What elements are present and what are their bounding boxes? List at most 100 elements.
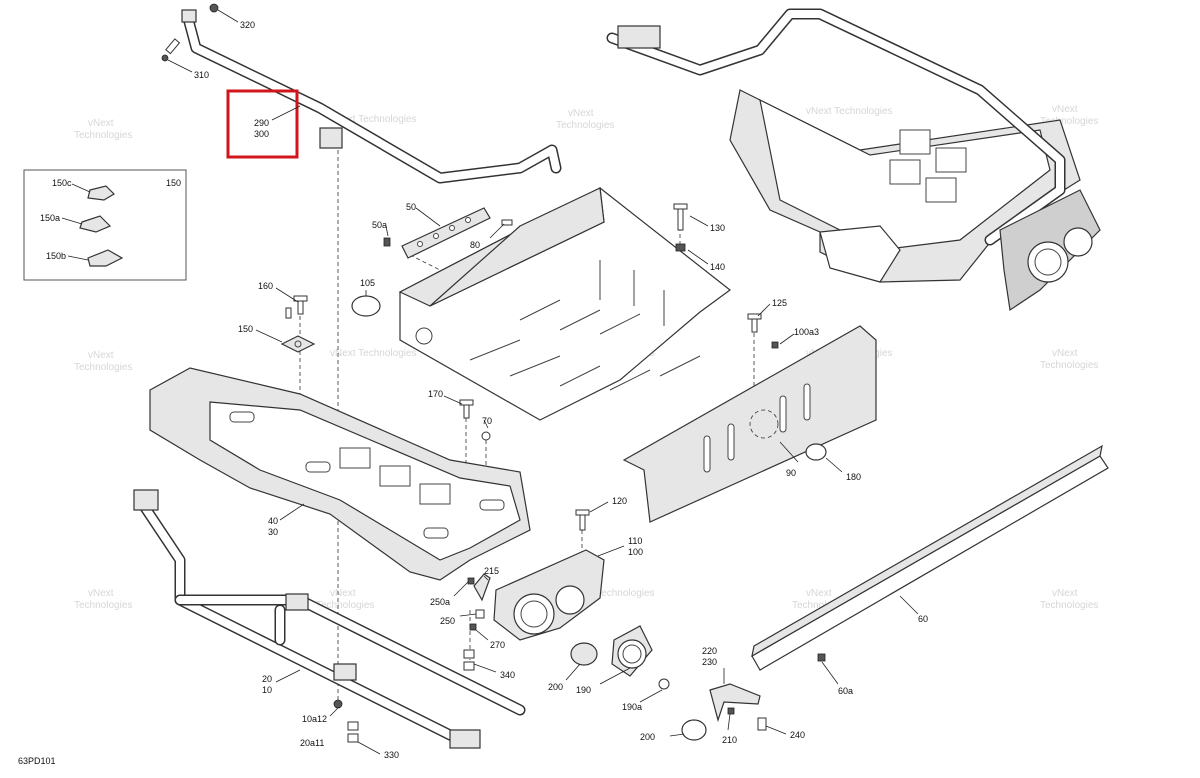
roll-bar-end-cap — [181, 9, 197, 23]
bracket-plate — [401, 207, 491, 259]
watermark-10: vNext — [1052, 348, 1078, 359]
label-190: 190 — [576, 685, 591, 695]
roll-bar-tube — [182, 12, 562, 184]
leader-lines — [61, 105, 919, 755]
inset-part-150b — [87, 249, 124, 267]
label-300: 300 — [254, 129, 269, 139]
cargo-box-assembly — [606, 8, 1101, 312]
cap-200-upper — [570, 642, 598, 666]
watermark-15b: Technologies — [1040, 600, 1098, 611]
cross-bar-60 — [751, 444, 1109, 671]
bolt-240 — [757, 717, 767, 731]
watermark-1: vNext — [88, 118, 114, 129]
label-120: 120 — [612, 496, 627, 506]
label-215: 215 — [484, 566, 499, 576]
label-150a: 150a — [40, 213, 60, 223]
clamp-150 — [280, 335, 316, 353]
watermark-3: vNext — [568, 108, 594, 119]
nut-100a3 — [771, 341, 779, 349]
label-250: 250 — [440, 616, 455, 626]
label-180: 180 — [846, 472, 861, 482]
cargo-box-skid — [819, 225, 901, 283]
inset-part-150a — [79, 215, 112, 233]
bolt-250 — [475, 609, 485, 619]
bulb-190a — [658, 678, 670, 690]
label-20: 20 — [262, 674, 272, 684]
label-220: 220 — [702, 646, 717, 656]
label-290: 290 — [254, 118, 269, 128]
watermark-2: vNext Technologies — [330, 114, 417, 125]
roll-bar-bracket — [319, 127, 343, 149]
label-100a3: 100a3 — [794, 327, 819, 337]
bracket-plate-50 — [401, 207, 491, 259]
bolt-120 — [575, 509, 590, 531]
lower-frame-20-10 — [133, 489, 526, 749]
label-110: 110 — [628, 536, 642, 546]
label-150b: 150b — [46, 251, 66, 261]
label-230: 230 — [702, 657, 717, 667]
floor-plate — [398, 187, 731, 421]
watermark-5b: Technologies — [1040, 116, 1098, 127]
watermark-15: vNext — [1052, 588, 1078, 599]
label-140: 140 — [710, 262, 725, 272]
label-190a: 190a — [622, 702, 642, 712]
label-160: 160 — [258, 281, 273, 291]
bolt-330 — [347, 721, 359, 743]
label-200-lower: 200 — [640, 732, 655, 742]
label-90: 90 — [786, 468, 796, 478]
footrest-pan-deck — [209, 401, 521, 561]
footrest-pan-40-30 — [149, 367, 531, 581]
bolt-130 — [673, 203, 688, 231]
bolt-125 — [747, 313, 762, 333]
watermark-14b: Technologies — [792, 600, 850, 611]
bolt-10a12 — [333, 699, 343, 709]
inset-clamp-150 — [23, 169, 187, 281]
nut-270 — [469, 623, 477, 631]
label-125: 125 — [772, 298, 787, 308]
label-210: 210 — [722, 735, 737, 745]
label-170: 170 — [428, 389, 443, 399]
bolt-70 — [481, 431, 491, 441]
cargo-box-hinge — [617, 25, 661, 49]
label-100: 100 — [628, 547, 643, 557]
label-200-upper: 200 — [548, 682, 563, 692]
plug-105 — [351, 295, 381, 317]
diagram-code: 63PD101 — [18, 756, 56, 766]
label-150: 150 — [238, 324, 253, 334]
bolt-160 — [285, 295, 308, 319]
label-70: 70 — [482, 416, 492, 426]
watermark-10b: Technologies — [1040, 360, 1098, 371]
bracket-215 — [473, 573, 491, 602]
bolt-310 — [161, 38, 193, 73]
callout-labels: 320 310 290 300 150c 150 150a 150b 50 50… — [18, 20, 928, 766]
label-50a: 50a — [372, 220, 387, 230]
label-250a: 250a — [430, 597, 450, 607]
label-10: 10 — [262, 685, 272, 695]
nut-140 — [675, 243, 686, 252]
watermark-7: vNext Technologies — [330, 348, 417, 359]
floor-plate-top — [399, 187, 731, 421]
cap-180 — [805, 443, 827, 461]
nut-250a — [467, 577, 475, 585]
grommet-340 — [463, 649, 475, 671]
watermark-12: vNext — [330, 588, 356, 599]
label-150-inset: 150 — [166, 178, 181, 188]
label-40: 40 — [268, 516, 278, 526]
watermark-1b: Technologies — [74, 130, 132, 141]
inset-part-150c — [87, 185, 115, 201]
watermark-12b: Technologies — [316, 600, 374, 611]
label-330: 330 — [384, 750, 399, 760]
nut-50a — [383, 237, 391, 247]
bracket-220-230 — [709, 683, 761, 723]
bolt-320 — [209, 3, 239, 23]
lower-frame-mount-mid — [285, 593, 309, 611]
nut-60a — [817, 653, 826, 662]
label-150c: 150c — [52, 178, 72, 188]
watermark-4: vNext Technologies — [806, 106, 893, 117]
label-20a11: 20a11 — [300, 738, 324, 748]
watermark-6b: Technologies — [74, 362, 132, 373]
watermark-11b: Technologies — [74, 600, 132, 611]
nut-210 — [727, 707, 735, 715]
label-80: 80 — [470, 240, 480, 250]
